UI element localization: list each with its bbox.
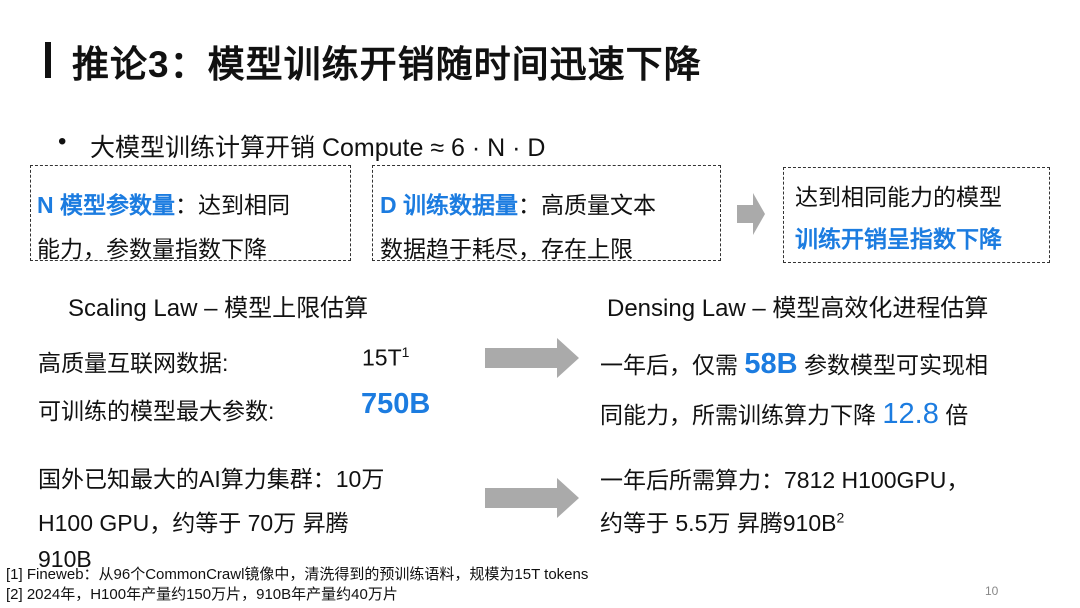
slide-title: 推论3：模型训练开销随时间迅速下降	[72, 44, 702, 85]
arrow-right-icon	[737, 193, 765, 235]
scaling-law-heading: Scaling Law – 模型上限估算	[68, 295, 369, 322]
footnote-2: [2] 2024年，H100年产量约150万片，910B年产量约40万片	[6, 586, 398, 603]
title-bar-accent	[45, 42, 51, 78]
max-params-value: 750B	[361, 388, 431, 420]
densing-l2-pre: 同能力，所需训练算力下降	[600, 402, 883, 428]
n-text-2: 能力，参数量指数下降	[37, 236, 267, 262]
d-text-2: 数据趋于耗尽，存在上限	[380, 236, 633, 262]
max-params-label: 可训练的模型最大参数:	[38, 398, 275, 424]
densing-compute-1: 一年后所需算力：7812 H100GPU，	[600, 467, 970, 493]
conclusion-line-1: 达到相同能力的模型	[795, 184, 1002, 210]
box-conclusion: 达到相同能力的模型 训练开销呈指数下降	[783, 167, 1050, 263]
data-label: 高质量互联网数据:	[38, 350, 229, 376]
densing-12-8: 12.8	[882, 398, 939, 430]
page-number: 10	[985, 584, 999, 598]
d-text: ：高质量文本	[518, 192, 656, 218]
bullet-dot: •	[58, 128, 67, 155]
densing-l1-pre: 一年后，仅需	[600, 352, 745, 378]
densing-l1-post: 参数模型可实现相	[797, 352, 988, 378]
densing-58b: 58B	[744, 348, 798, 380]
footnote-ref-2: 2	[836, 509, 845, 526]
cluster-line-1: 国外已知最大的AI算力集群：10万	[38, 466, 385, 492]
d-label: D 训练数据量	[380, 192, 518, 218]
densing-l2-post: 倍	[938, 402, 969, 428]
compute-formula: 大模型训练计算开销 Compute ≈ 6 · N · D	[90, 134, 546, 162]
arrow-right-icon	[485, 478, 579, 518]
box-n-params: N 模型参数量：达到相同 能力，参数量指数下降	[30, 165, 351, 262]
cluster-line-2: H100 GPU，约等于 70万 昇腾	[38, 510, 349, 536]
footnote-ref-1: 1	[401, 344, 410, 360]
densing-law-heading: Densing Law – 模型高效化进程估算	[607, 295, 989, 322]
conclusion-line-2: 训练开销呈指数下降	[795, 226, 1002, 252]
cluster-line-3: 910B	[38, 546, 92, 572]
arrow-right-icon	[485, 338, 579, 378]
n-text: ：达到相同	[175, 192, 290, 218]
footnote-1: [1] Fineweb：从96个CommonCrawl镜像中，清洗得到的预训练语…	[6, 566, 589, 583]
data-value: 15T	[362, 344, 402, 371]
n-label: N 模型参数量	[37, 192, 175, 218]
box-d-data: D 训练数据量：高质量文本 数据趋于耗尽，存在上限	[372, 165, 721, 262]
densing-compute-2: 约等于 5.5万 昇腾910B	[600, 510, 837, 536]
